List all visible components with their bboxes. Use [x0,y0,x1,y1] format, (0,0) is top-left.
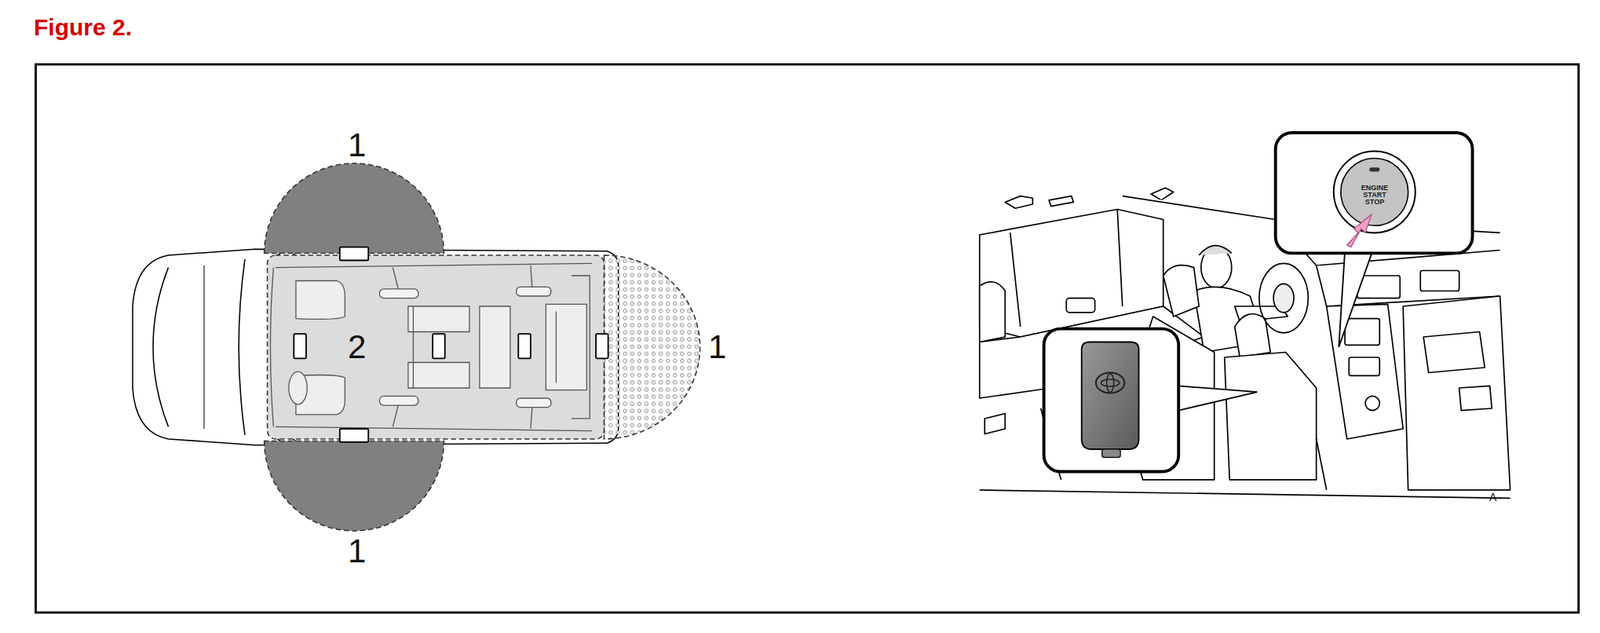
button-legend: ENGINE START STOP [1358,184,1391,206]
callout-number: 1 [708,330,727,364]
interior-view-part [1004,196,1033,209]
interior-view-part [1423,331,1485,373]
switch-inset-part [1333,150,1416,233]
interior-view-part [1150,187,1174,201]
key-inset-part [1102,449,1121,457]
interior-view-part [1402,295,1510,490]
interior-view-part [1224,351,1317,479]
antenna-marks-part [432,333,446,358]
figure-title: Figure 2. [33,15,132,40]
detection-area-rear-part [603,255,700,439]
cabin-interior-part [275,263,592,267]
antenna-marks [293,247,608,443]
interior-view-part [1163,265,1199,317]
interior-view-part [1117,209,1122,307]
cabin-interior [270,263,592,431]
antenna-marks-part [339,428,369,443]
interior-view-part [1259,263,1308,333]
interior-view-part [1459,385,1493,410]
interior-view-part [1066,298,1095,313]
key-inset-part [1106,373,1115,392]
cabin-interior-part [379,288,419,299]
switch-inset-part [1340,158,1409,227]
cabin-interior-part [379,395,419,406]
interior-view-part [1010,232,1021,327]
interior-view-part [1273,283,1294,312]
interior-view-part [1344,318,1380,346]
cabin-interior-part [408,361,470,388]
detection-area-cabin [267,255,605,439]
cabin-interior-part [275,426,592,431]
detection-area-front-doors-part [264,441,445,531]
key-inset-part [1095,372,1125,393]
detection-area-front-doors-part [264,163,445,253]
callout-number: 1 [347,128,366,162]
cabin-interior-part [516,398,552,408]
key-inset-part [1178,385,1257,410]
interior-view-part [1348,357,1380,376]
cabin-interior-part [571,275,590,419]
cabin-interior-part [545,303,587,390]
callout-number: 2 [344,328,369,366]
interior-view-part [1048,196,1074,207]
vehicle-top-view-part [238,259,245,435]
cabin-interior-part [295,281,345,320]
figure-code: A [1489,491,1497,503]
antenna-marks-part [339,247,369,261]
interior-view-part [979,489,1511,498]
antenna-marks-part [293,333,307,358]
switch-inset-part [1347,214,1372,248]
interior-view-part [1326,303,1403,439]
vehicle-top-view-part [132,248,619,446]
vehicle-top-view-part [203,265,205,429]
switch-inset-part [1275,132,1473,253]
antenna-marks-part [518,333,531,358]
key-inset [1044,328,1258,472]
figure-frame [35,64,1579,613]
interior-view-part [1365,395,1380,410]
cabin-interior-part [288,371,307,405]
interior-view-part [984,412,1005,434]
key-inset-part [1081,341,1140,449]
cabin-interior-part [555,311,557,384]
detection-area-cabin-part [267,255,605,439]
interior-view-part [1316,438,1327,490]
callout-number: 1 [347,534,366,568]
cabin-interior-part [479,306,511,388]
key-inset-part [1044,328,1180,472]
key-inset-part [1100,379,1119,387]
cabin-interior-part [516,286,552,296]
switch-inset-part [1369,167,1380,172]
interior-view-part [979,281,1005,343]
cabin-interior-part [408,306,470,332]
figure-frame-part [35,64,1579,613]
detection-area-rear [603,255,700,439]
cabin-interior-part [270,267,274,428]
switch-inset [1275,132,1473,348]
vehicle-top-view [132,244,619,450]
cabin-interior-part [412,306,414,388]
vehicle-top-view-part [153,267,169,428]
interior-view-part [1420,270,1459,292]
antenna-marks-part [595,333,609,358]
switch-inset-part [1338,251,1373,348]
interior-view-part [1198,245,1232,256]
interior-view-part [1357,275,1401,299]
